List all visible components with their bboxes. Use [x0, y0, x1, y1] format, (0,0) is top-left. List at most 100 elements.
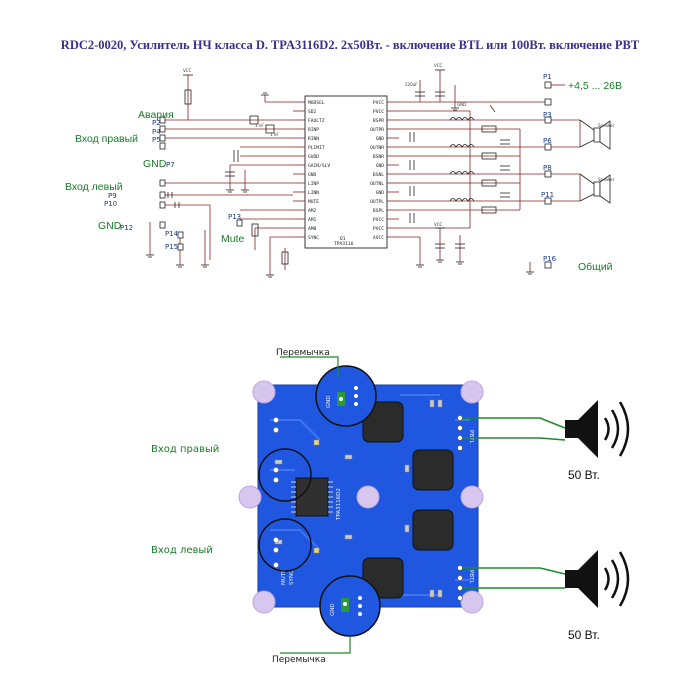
pcb-silk-sync: SYNC [289, 570, 295, 585]
gnd-label-top: GND [457, 102, 466, 107]
chip-part: TPA3116 [334, 241, 354, 247]
conn-p11: P11 [541, 191, 554, 199]
input-left-circle [258, 518, 312, 572]
label-gnd-left: GND [98, 220, 122, 232]
vcc-label-left: VCC [183, 68, 192, 73]
conn-p15: P15 [165, 243, 178, 251]
chip-left-pin-2: SD2 [308, 109, 317, 115]
speaker-icon-bottom [565, 550, 630, 608]
speaker-pads [457, 415, 463, 601]
chip-right-pin-3: BSPR [373, 118, 384, 124]
mount-hole-ml [238, 485, 262, 509]
label-supply: +4,5 ... 26В [568, 80, 622, 92]
label-mute: Mute [221, 233, 245, 245]
schematic-connectors [159, 81, 552, 269]
chip-left-pin-13: AM2 [308, 208, 317, 214]
chip-left-pin-10: LINP [308, 181, 319, 187]
pcb-silk-mute: MUTE [281, 569, 287, 585]
pcb-label-input-left: Вход левый [151, 545, 213, 556]
mount-hole-tr [460, 380, 484, 404]
chip-right-pin-4: OUTPR [370, 127, 384, 133]
chip-left-pin-9: GND [308, 172, 317, 178]
schematic [146, 69, 611, 278]
conn-p6: P6 [543, 137, 552, 145]
speaker-label-bottom: Speaker [598, 177, 615, 182]
speaker-icon-top [565, 400, 630, 458]
chip-left-pin-6: PLIMIT [308, 145, 325, 151]
right-components [409, 91, 510, 249]
input-right-circle [258, 448, 312, 502]
speaker-label-top: Speaker [598, 123, 615, 128]
mount-hole-bl [252, 590, 276, 614]
chip-left-pin-7: GVDD [308, 154, 319, 160]
label-alarm: Авария [138, 109, 174, 121]
conn-p9: P9 [108, 192, 117, 200]
label-common: Общий [578, 261, 613, 273]
conn-p4: P4 [152, 128, 161, 136]
ground-symbols [146, 92, 534, 278]
cap-label-a: 1 nF [255, 123, 264, 128]
conn-p7: P7 [166, 161, 175, 169]
mount-hole-tl [252, 380, 276, 404]
conn-p13: P13 [228, 213, 241, 221]
speaker-top-power: 50 Вт. [568, 468, 600, 482]
right-wiring [399, 70, 581, 272]
smd-parts [274, 399, 443, 598]
mount-hole-br [460, 590, 484, 614]
schematic-labels: Авария Вход правый GND Вход левый GND Mu… [65, 63, 622, 273]
input-highlight-circles [258, 448, 312, 572]
chip-left-pin-11: LINN [308, 190, 319, 196]
chip-right-pin-10: OUTNL [370, 181, 384, 187]
chip-left-pin-12: MUTE [308, 199, 319, 205]
chip-right-pin-15: PVCC [373, 226, 384, 232]
left-wiring [149, 75, 293, 275]
chip-right-pin-12: OUTPL [370, 199, 384, 205]
chip-right-pin-13: BSPL [373, 208, 384, 214]
inductor-1 [362, 401, 404, 443]
cap-label-b: 1 nF [270, 132, 279, 137]
speaker-bottom-power: 50 Вт. [568, 628, 600, 642]
chip-left-pin-5: RINN [308, 136, 319, 142]
label-gnd-right: GND [143, 158, 167, 170]
chip-right-pin-8: GND [376, 163, 385, 169]
chip-right-pin-5: GND [376, 136, 385, 142]
label-input-right: Вход правый [75, 133, 138, 145]
label-jumper-bottom: Перемычка [272, 655, 326, 665]
conn-p1: P1 [543, 73, 552, 81]
chip-right-pin-7: BSNR [373, 154, 384, 160]
chip-right-pin-9: BSNL [373, 172, 384, 178]
inductor-2 [412, 449, 454, 491]
chip-right-pin-1: PVCC [373, 100, 384, 106]
vcc-label-top: VCC [434, 63, 443, 68]
jumper-magnifier-top: GND [315, 365, 377, 427]
speaker-wires [462, 417, 566, 589]
chip-left-pin-16: SYNC [308, 235, 319, 241]
pcb-silk-pbtl-bottom: PBTL [468, 570, 474, 584]
inductors [362, 401, 454, 599]
chip-right-pin-stubs [387, 101, 399, 238]
chip-left-pin-3: FAULTZ [308, 118, 325, 124]
mount-holes [238, 380, 484, 614]
page-title: RDC2-0020, Усилитель НЧ класса D. TPA311… [60, 38, 640, 52]
chip-ref: D1 [340, 236, 346, 242]
schematic-speaker-bottom [579, 173, 611, 204]
conn-p5: P5 [152, 136, 161, 144]
cap-label-220uf: 220uF [405, 82, 418, 87]
chip-left-pin-1: MODSEL [308, 100, 325, 106]
chip-left-pin-4: RINP [308, 127, 319, 133]
conn-p16: P16 [543, 255, 557, 263]
pcb-label-input-right: Вход правый [151, 444, 219, 455]
vcc-label-bottom: VCC [434, 222, 443, 227]
chip-right-pin-14: PVCC [373, 217, 384, 223]
chip-left-pin-8: GAIN/SLV [308, 163, 330, 169]
chip-left-pin-15: AM0 [308, 226, 317, 232]
mount-hole-center [356, 485, 380, 509]
jumper-top-gnd: GND [326, 395, 332, 408]
jumper-callouts [280, 356, 351, 654]
chip-right-pin-11: GND [376, 190, 385, 196]
pcb-chip-mark: TPA3116D2 [336, 488, 342, 521]
left-components [167, 89, 289, 265]
pcb-ic: TPA3116D2 [291, 477, 342, 521]
